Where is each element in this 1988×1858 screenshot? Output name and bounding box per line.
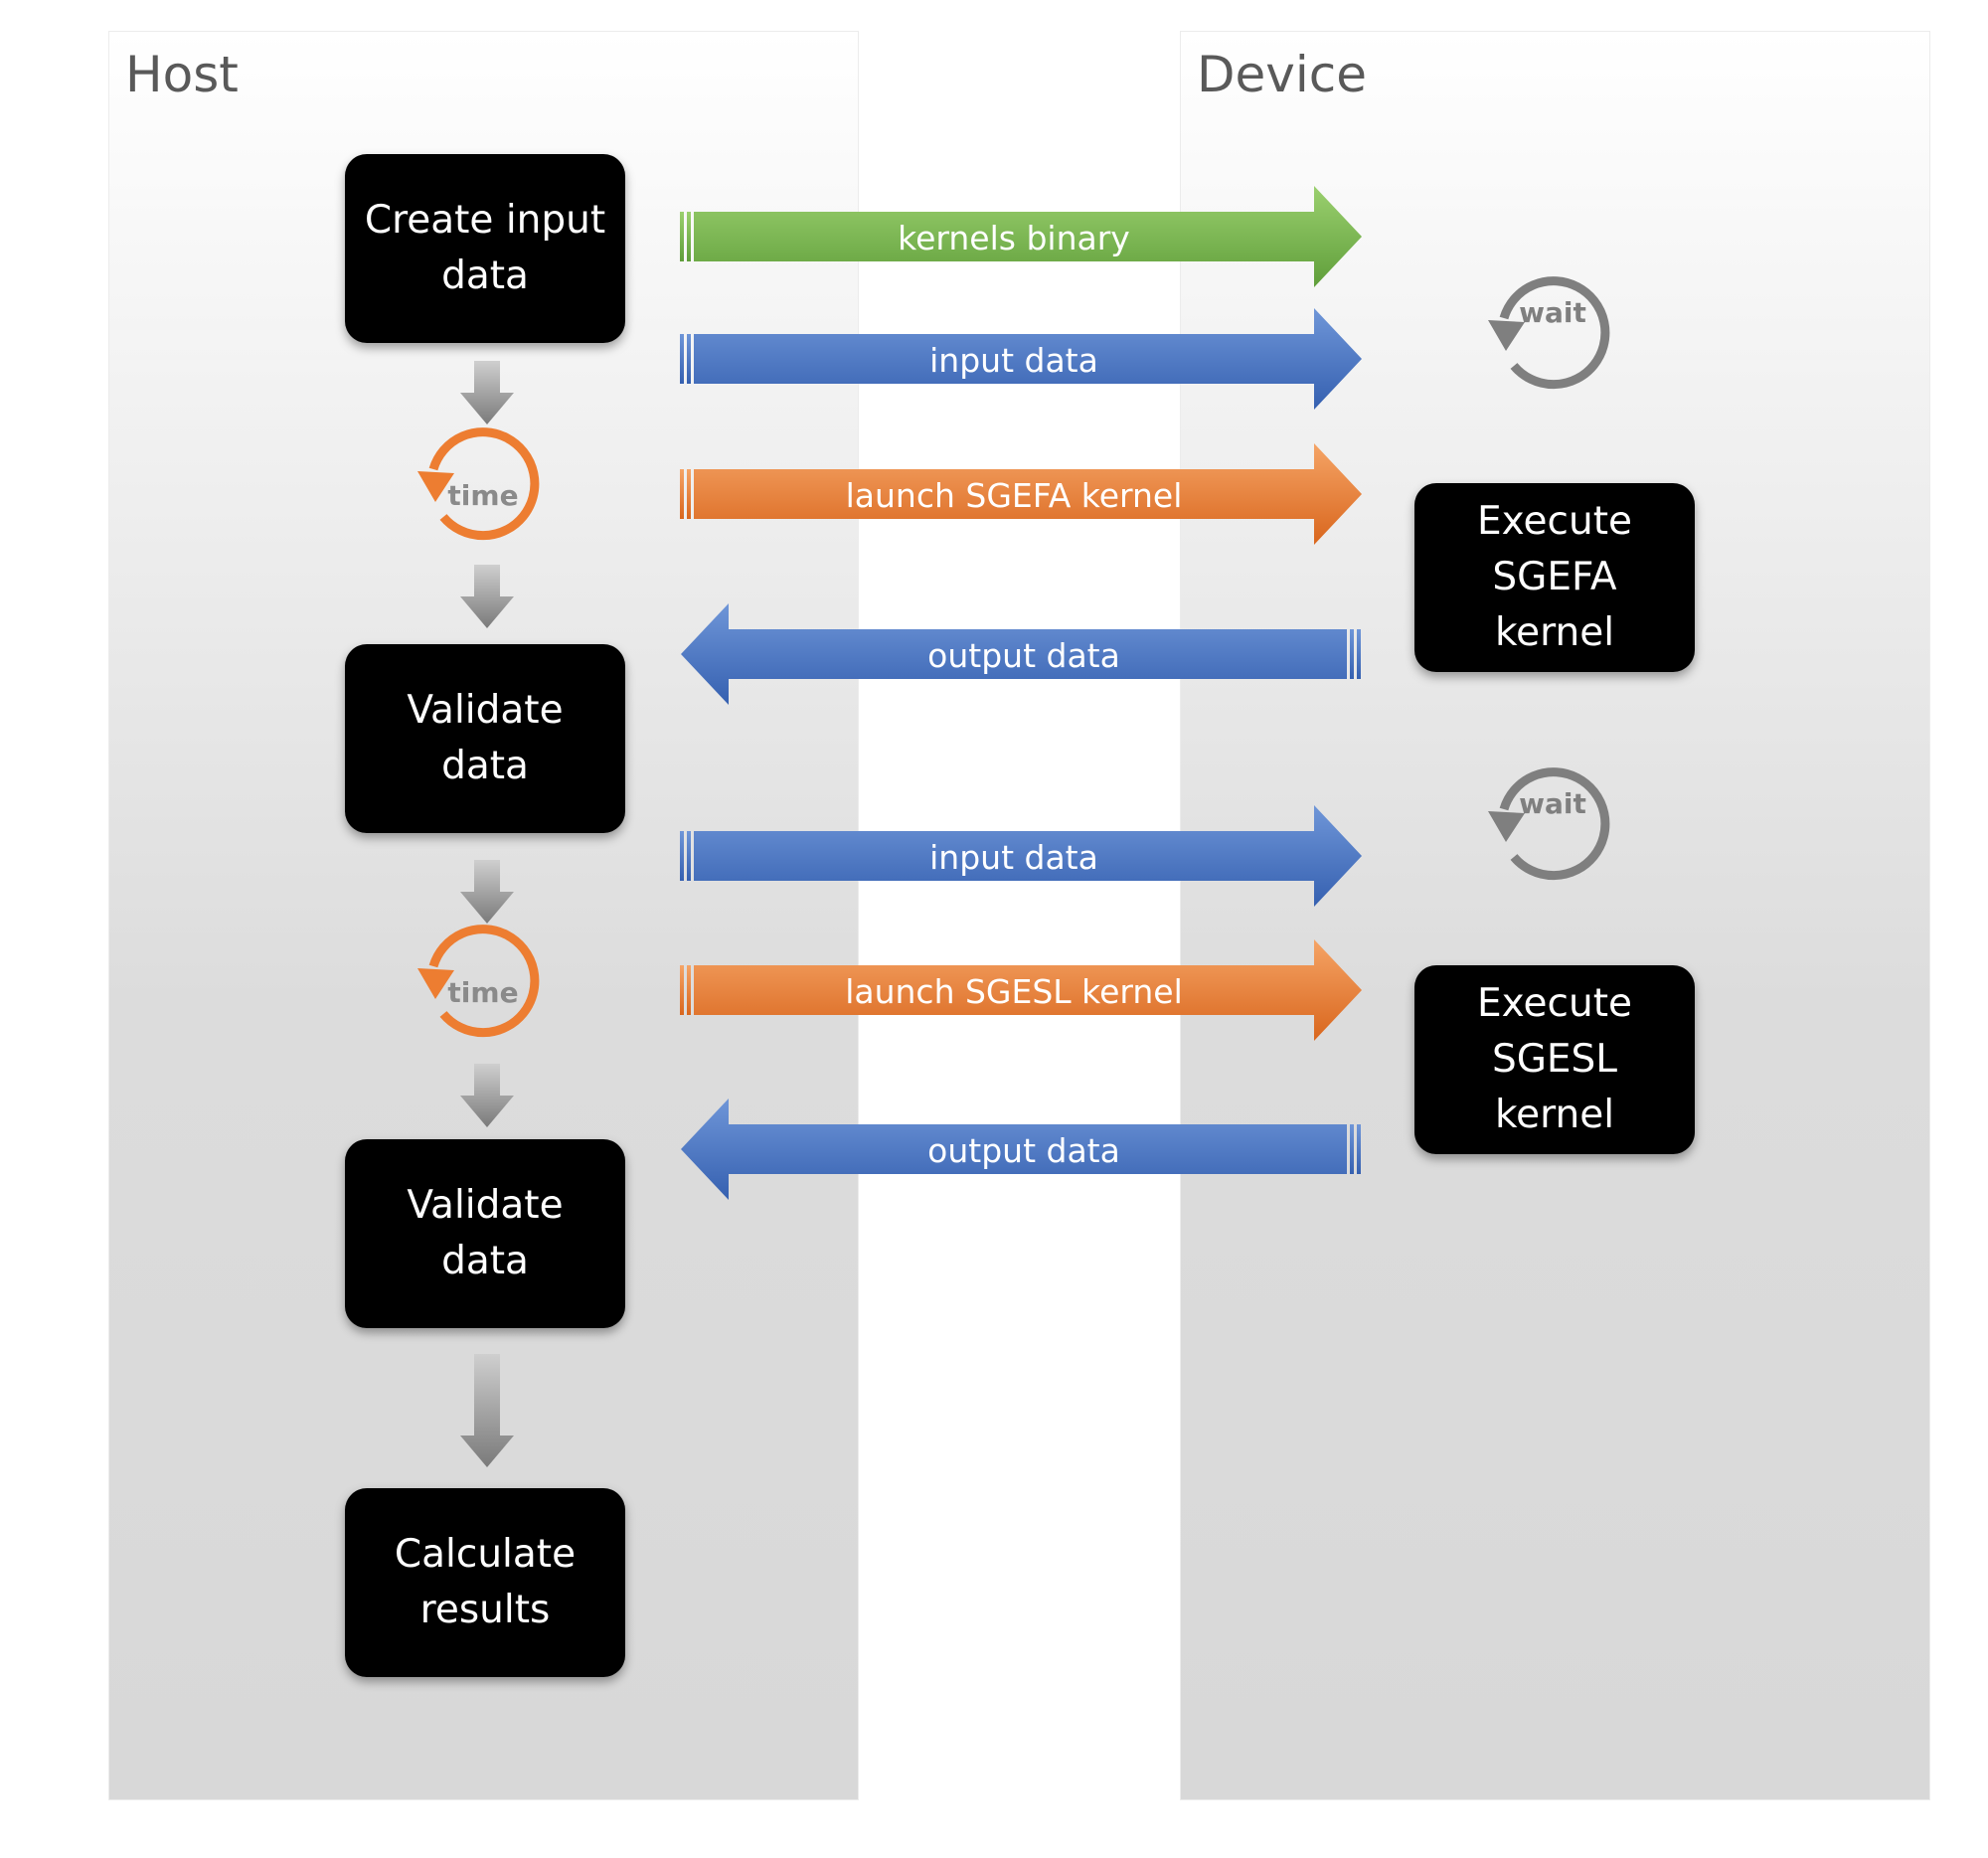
execute-sgesl-kernel-box: Execute SGESL kernel [1414, 965, 1695, 1154]
flow-arrow [460, 860, 514, 924]
validate-data-box: Validate data [345, 1139, 625, 1328]
wait-label: wait [1519, 787, 1586, 820]
flow-arrow [460, 1064, 514, 1127]
flow-arrow [460, 361, 514, 424]
calculate-results-box: Calculate results [345, 1488, 625, 1677]
transfer-label: launch SGESL kernel [845, 972, 1183, 1011]
transfer-arrow: kernels binary [680, 186, 1362, 287]
transfer-arrow: output data [681, 1098, 1361, 1200]
transfer-arrow: launch SGESL kernel [680, 939, 1362, 1041]
transfer-label: input data [929, 838, 1098, 877]
timer-label: time [447, 479, 518, 512]
transfer-label: input data [929, 341, 1098, 380]
timer-symbol: time [417, 925, 540, 1038]
host-flow-arrows [460, 361, 514, 1467]
timer-label: time [447, 976, 518, 1009]
transfer-arrow: input data [680, 805, 1362, 907]
transfer-label: output data [927, 1131, 1120, 1170]
create-input-data-box: Create input data [345, 154, 625, 343]
device-lane: Device [1181, 32, 1929, 1799]
transfer-label: output data [927, 636, 1120, 675]
wait-label: wait [1519, 296, 1586, 329]
flow-arrow [460, 565, 514, 628]
host-lane-title: Host [125, 46, 239, 103]
wait-symbol: wait [1488, 276, 1610, 390]
validate-data-box: Validate data [345, 644, 625, 833]
device-lane-title: Device [1197, 46, 1367, 103]
wait-symbol: wait [1488, 767, 1610, 881]
transfer-label: kernels binary [898, 219, 1130, 257]
timer-symbol: time [417, 427, 540, 541]
execute-sgefa-kernel-box: Execute SGEFA kernel [1414, 483, 1695, 672]
transfer-arrow: input data [680, 308, 1362, 410]
transfer-label: launch SGEFA kernel [846, 476, 1183, 515]
transfer-arrow: output data [681, 603, 1361, 705]
flow-arrow [460, 1354, 514, 1467]
transfer-arrow: launch SGEFA kernel [680, 443, 1362, 545]
